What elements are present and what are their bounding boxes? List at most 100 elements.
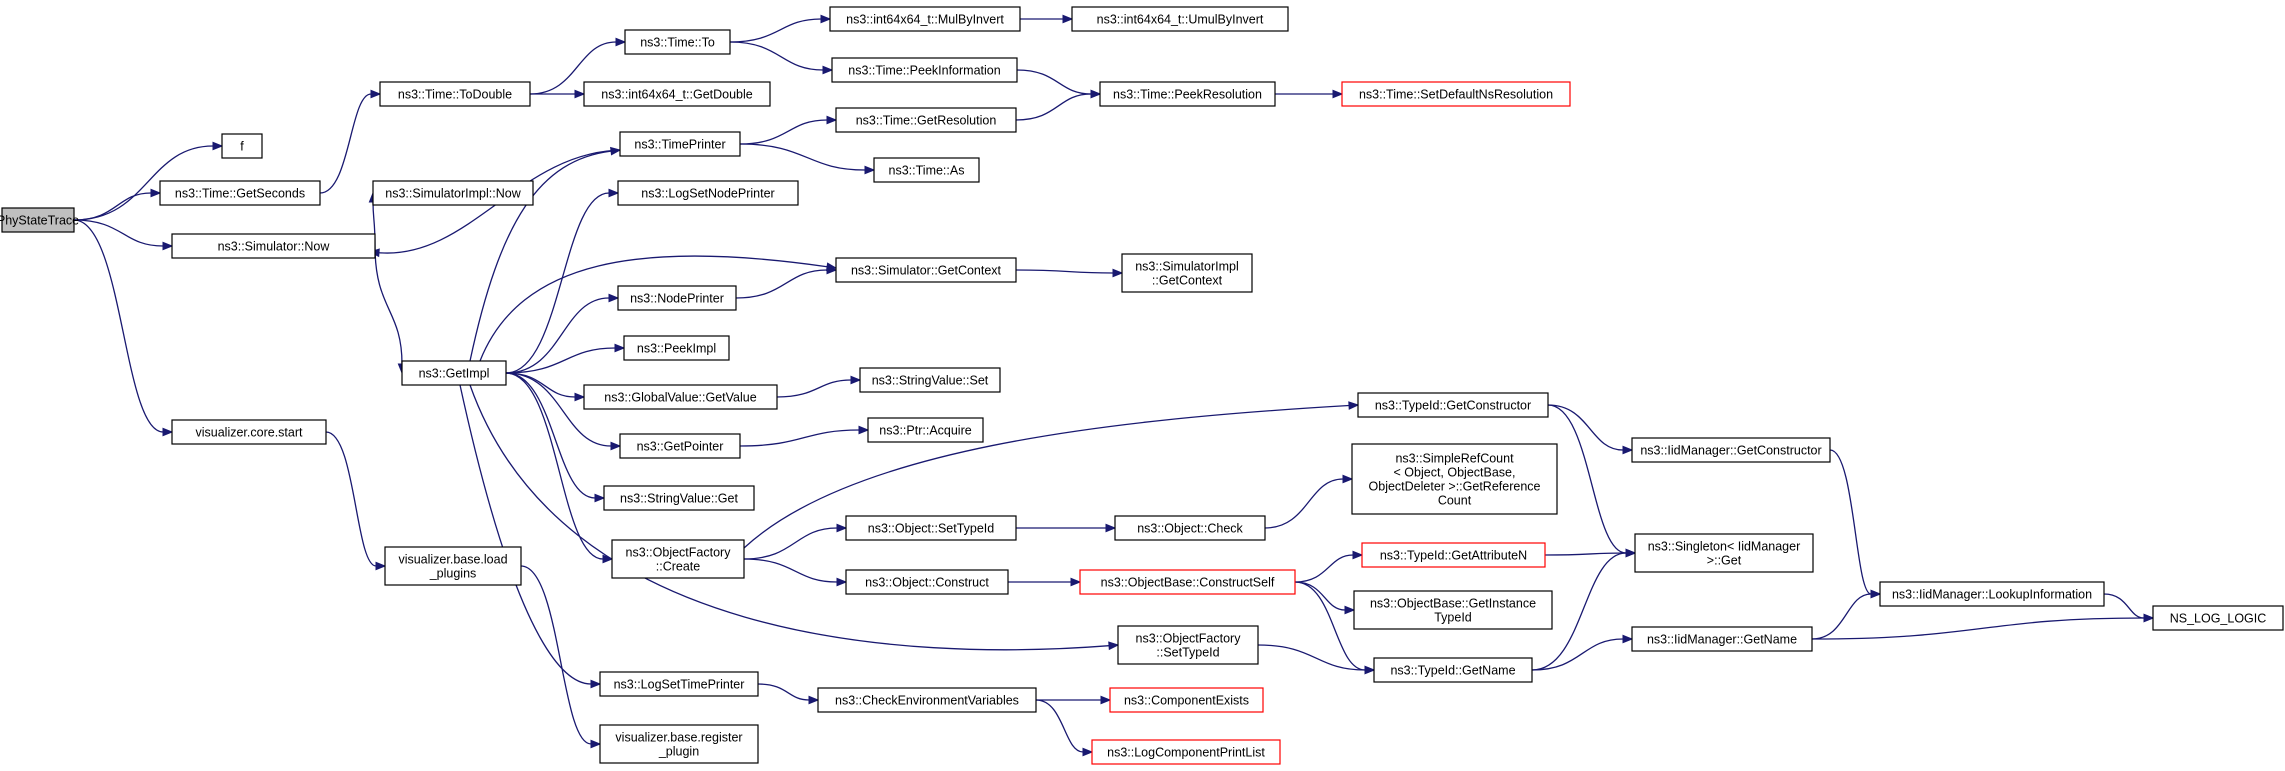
node-label: ns3::TypeId::GetName xyxy=(1390,664,1515,678)
arrowhead xyxy=(370,89,382,99)
node-label: ns3::Time::To xyxy=(640,36,715,50)
node-peekres[interactable]: ns3::Time::PeekResolution xyxy=(1099,81,1276,107)
node-loadplugins[interactable]: visualizer.base.load_plugins xyxy=(384,546,522,586)
node-timeas[interactable]: ns3::Time::As xyxy=(873,157,980,183)
node-logsetnode[interactable]: ns3::LogSetNodePrinter xyxy=(617,180,799,206)
node-label: ns3::LogComponentPrintList xyxy=(1107,746,1265,760)
arrowhead xyxy=(594,493,606,503)
node-umulbyinvert[interactable]: ns3::int64x64_t::UmulByInvert xyxy=(1071,6,1289,32)
node-objsettypeid[interactable]: ns3::Object::SetTypeId xyxy=(845,515,1017,541)
node-label: ns3::Time::ToDouble xyxy=(398,88,512,102)
arrowhead xyxy=(1342,474,1354,484)
node-simplerefcount[interactable]: ns3::SimpleRefCount< Object, ObjectBase,… xyxy=(1351,443,1558,515)
edge-iidgetctor-to-iidlookup xyxy=(1829,449,1882,599)
node-logcompprint[interactable]: ns3::LogComponentPrintList xyxy=(1091,739,1281,765)
edge-getimpl-to-svget xyxy=(505,372,606,503)
node-label: ns3::NodePrinter xyxy=(630,292,724,306)
node-ofsettypeid[interactable]: ns3::ObjectFactory::SetTypeId xyxy=(1117,625,1259,665)
edge-line xyxy=(1544,552,1627,556)
node-iidgetctor[interactable]: ns3::IidManager::GetConstructor xyxy=(1631,437,1831,463)
edge-objconstruct-to-obconstructself xyxy=(1007,577,1082,587)
node-implgetctx[interactable]: ns3::SimulatorImpl::GetContext xyxy=(1121,253,1253,293)
node-svset[interactable]: ns3::StringValue::Set xyxy=(859,367,1001,393)
node-ofcreate[interactable]: ns3::ObjectFactory::Create xyxy=(611,539,745,579)
node-checkenv[interactable]: ns3::CheckEnvironmentVariables xyxy=(817,687,1037,713)
node-box xyxy=(1631,437,1831,463)
edge-line xyxy=(469,150,612,362)
node-timeto[interactable]: ns3::Time::To xyxy=(624,29,731,55)
arrowhead xyxy=(822,65,834,75)
node-label: _plugin xyxy=(658,745,699,759)
node-obconstructself[interactable]: ns3::ObjectBase::ConstructSelf xyxy=(1079,569,1296,595)
arrowhead xyxy=(826,115,838,125)
node-iidlookup[interactable]: ns3::IidManager::LookupInformation xyxy=(1879,581,2105,607)
node-box xyxy=(619,433,741,459)
node-box xyxy=(603,485,755,511)
node-box xyxy=(2152,605,2284,631)
node-getimpl[interactable]: ns3::GetImpl xyxy=(401,360,507,386)
node-tidgetattrn[interactable]: ns3::TypeId::GetAttributeN xyxy=(1361,542,1546,568)
node-todouble[interactable]: ns3::Time::ToDouble xyxy=(379,81,531,107)
node-getresolution[interactable]: ns3::Time::GetResolution xyxy=(835,107,1017,133)
node-svget[interactable]: ns3::StringValue::Get xyxy=(603,485,755,511)
node-implnow[interactable]: ns3::SimulatorImpl::Now xyxy=(372,180,534,206)
node-peekimpl[interactable]: ns3::PeekImpl xyxy=(623,335,730,361)
arrowhead xyxy=(1348,401,1360,410)
edge-ofcreate-to-tidgetctor xyxy=(743,401,1360,549)
node-label: ns3::PeekImpl xyxy=(637,342,716,356)
node-label: ns3::Simulator::GetContext xyxy=(851,264,1002,278)
edge-line xyxy=(1811,617,2145,640)
edge-loadplugins-to-regplugin xyxy=(520,565,602,749)
node-regplugin[interactable]: visualizer.base.register_plugin xyxy=(599,724,759,764)
node-objcheck[interactable]: ns3::Object::Check xyxy=(1114,515,1266,541)
edge-line xyxy=(729,41,824,71)
node-mulbyinvert[interactable]: ns3::int64x64_t::MulByInvert xyxy=(829,6,1021,32)
node-objconstruct[interactable]: ns3::Object::Construct xyxy=(845,569,1009,595)
edge-line xyxy=(505,372,596,499)
node-label: ns3::Object::Construct xyxy=(865,576,989,590)
node-logsettime[interactable]: ns3::LogSetTimePrinter xyxy=(599,671,759,697)
node-label: ns3::TypeId::GetConstructor xyxy=(1375,399,1531,413)
edge-getcontext-to-implgetctx xyxy=(1015,268,1124,278)
edge-line xyxy=(1547,404,1624,451)
arrowhead xyxy=(826,265,838,275)
node-nodeprinter[interactable]: ns3::NodePrinter xyxy=(617,285,737,311)
node-getpointer[interactable]: ns3::GetPointer xyxy=(619,433,741,459)
arrowhead xyxy=(1082,747,1094,757)
node-compexists[interactable]: ns3::ComponentExists xyxy=(1109,687,1264,713)
edge-iidgetname-to-iidlookup xyxy=(1811,589,1882,640)
node-vizstart[interactable]: visualizer.core.start xyxy=(171,419,327,445)
edge-line xyxy=(739,143,866,171)
edge-line xyxy=(1531,552,1627,671)
node-getdouble[interactable]: ns3::int64x64_t::GetDouble xyxy=(583,81,771,107)
node-timeprinter[interactable]: ns3::TimePrinter xyxy=(619,131,741,157)
node-getseconds[interactable]: ns3::Time::GetSeconds xyxy=(159,180,321,206)
node-simnow[interactable]: ns3::Simulator::Now xyxy=(171,233,376,259)
edge-line xyxy=(520,565,592,745)
nodes-layer: PhyStateTracefns3::Time::GetSecondsns3::… xyxy=(0,6,2284,765)
node-tidgetname[interactable]: ns3::TypeId::GetName xyxy=(1373,657,1533,683)
arrowhead xyxy=(858,425,870,435)
node-tidgetctor[interactable]: ns3::TypeId::GetConstructor xyxy=(1357,392,1549,418)
edge-iidgetname-to-nslogic xyxy=(1811,613,2155,640)
node-ptracquire[interactable]: ns3::Ptr::Acquire xyxy=(867,417,984,443)
arrowhead xyxy=(836,523,848,533)
node-iidgetname[interactable]: ns3::IidManager::GetName xyxy=(1631,626,1813,652)
node-peekinfo[interactable]: ns3::Time::PeekInformation xyxy=(831,57,1018,83)
edge-line xyxy=(1035,699,1084,753)
edge-line xyxy=(743,527,838,560)
node-phystate[interactable]: PhyStateTrace xyxy=(0,207,79,233)
arrowhead xyxy=(1100,695,1112,705)
node-f[interactable]: f xyxy=(221,133,263,159)
edge-timeprinter-to-getresolution xyxy=(739,115,838,145)
arrowhead xyxy=(375,561,387,571)
node-singletonget[interactable]: ns3::Singleton< IidManager>::Get xyxy=(1634,533,1814,573)
node-setdefaultns[interactable]: ns3::Time::SetDefaultNsResolution xyxy=(1341,81,1571,107)
node-box xyxy=(835,107,1017,133)
node-gvgetvalue[interactable]: ns3::GlobalValue::GetValue xyxy=(583,384,778,410)
edge-timeprinter-to-timeas xyxy=(739,143,876,175)
node-nslogic[interactable]: NS_LOG_LOGIC xyxy=(2152,605,2284,631)
node-label: ns3::TimePrinter xyxy=(634,138,725,152)
node-getcontext[interactable]: ns3::Simulator::GetContext xyxy=(835,257,1017,283)
